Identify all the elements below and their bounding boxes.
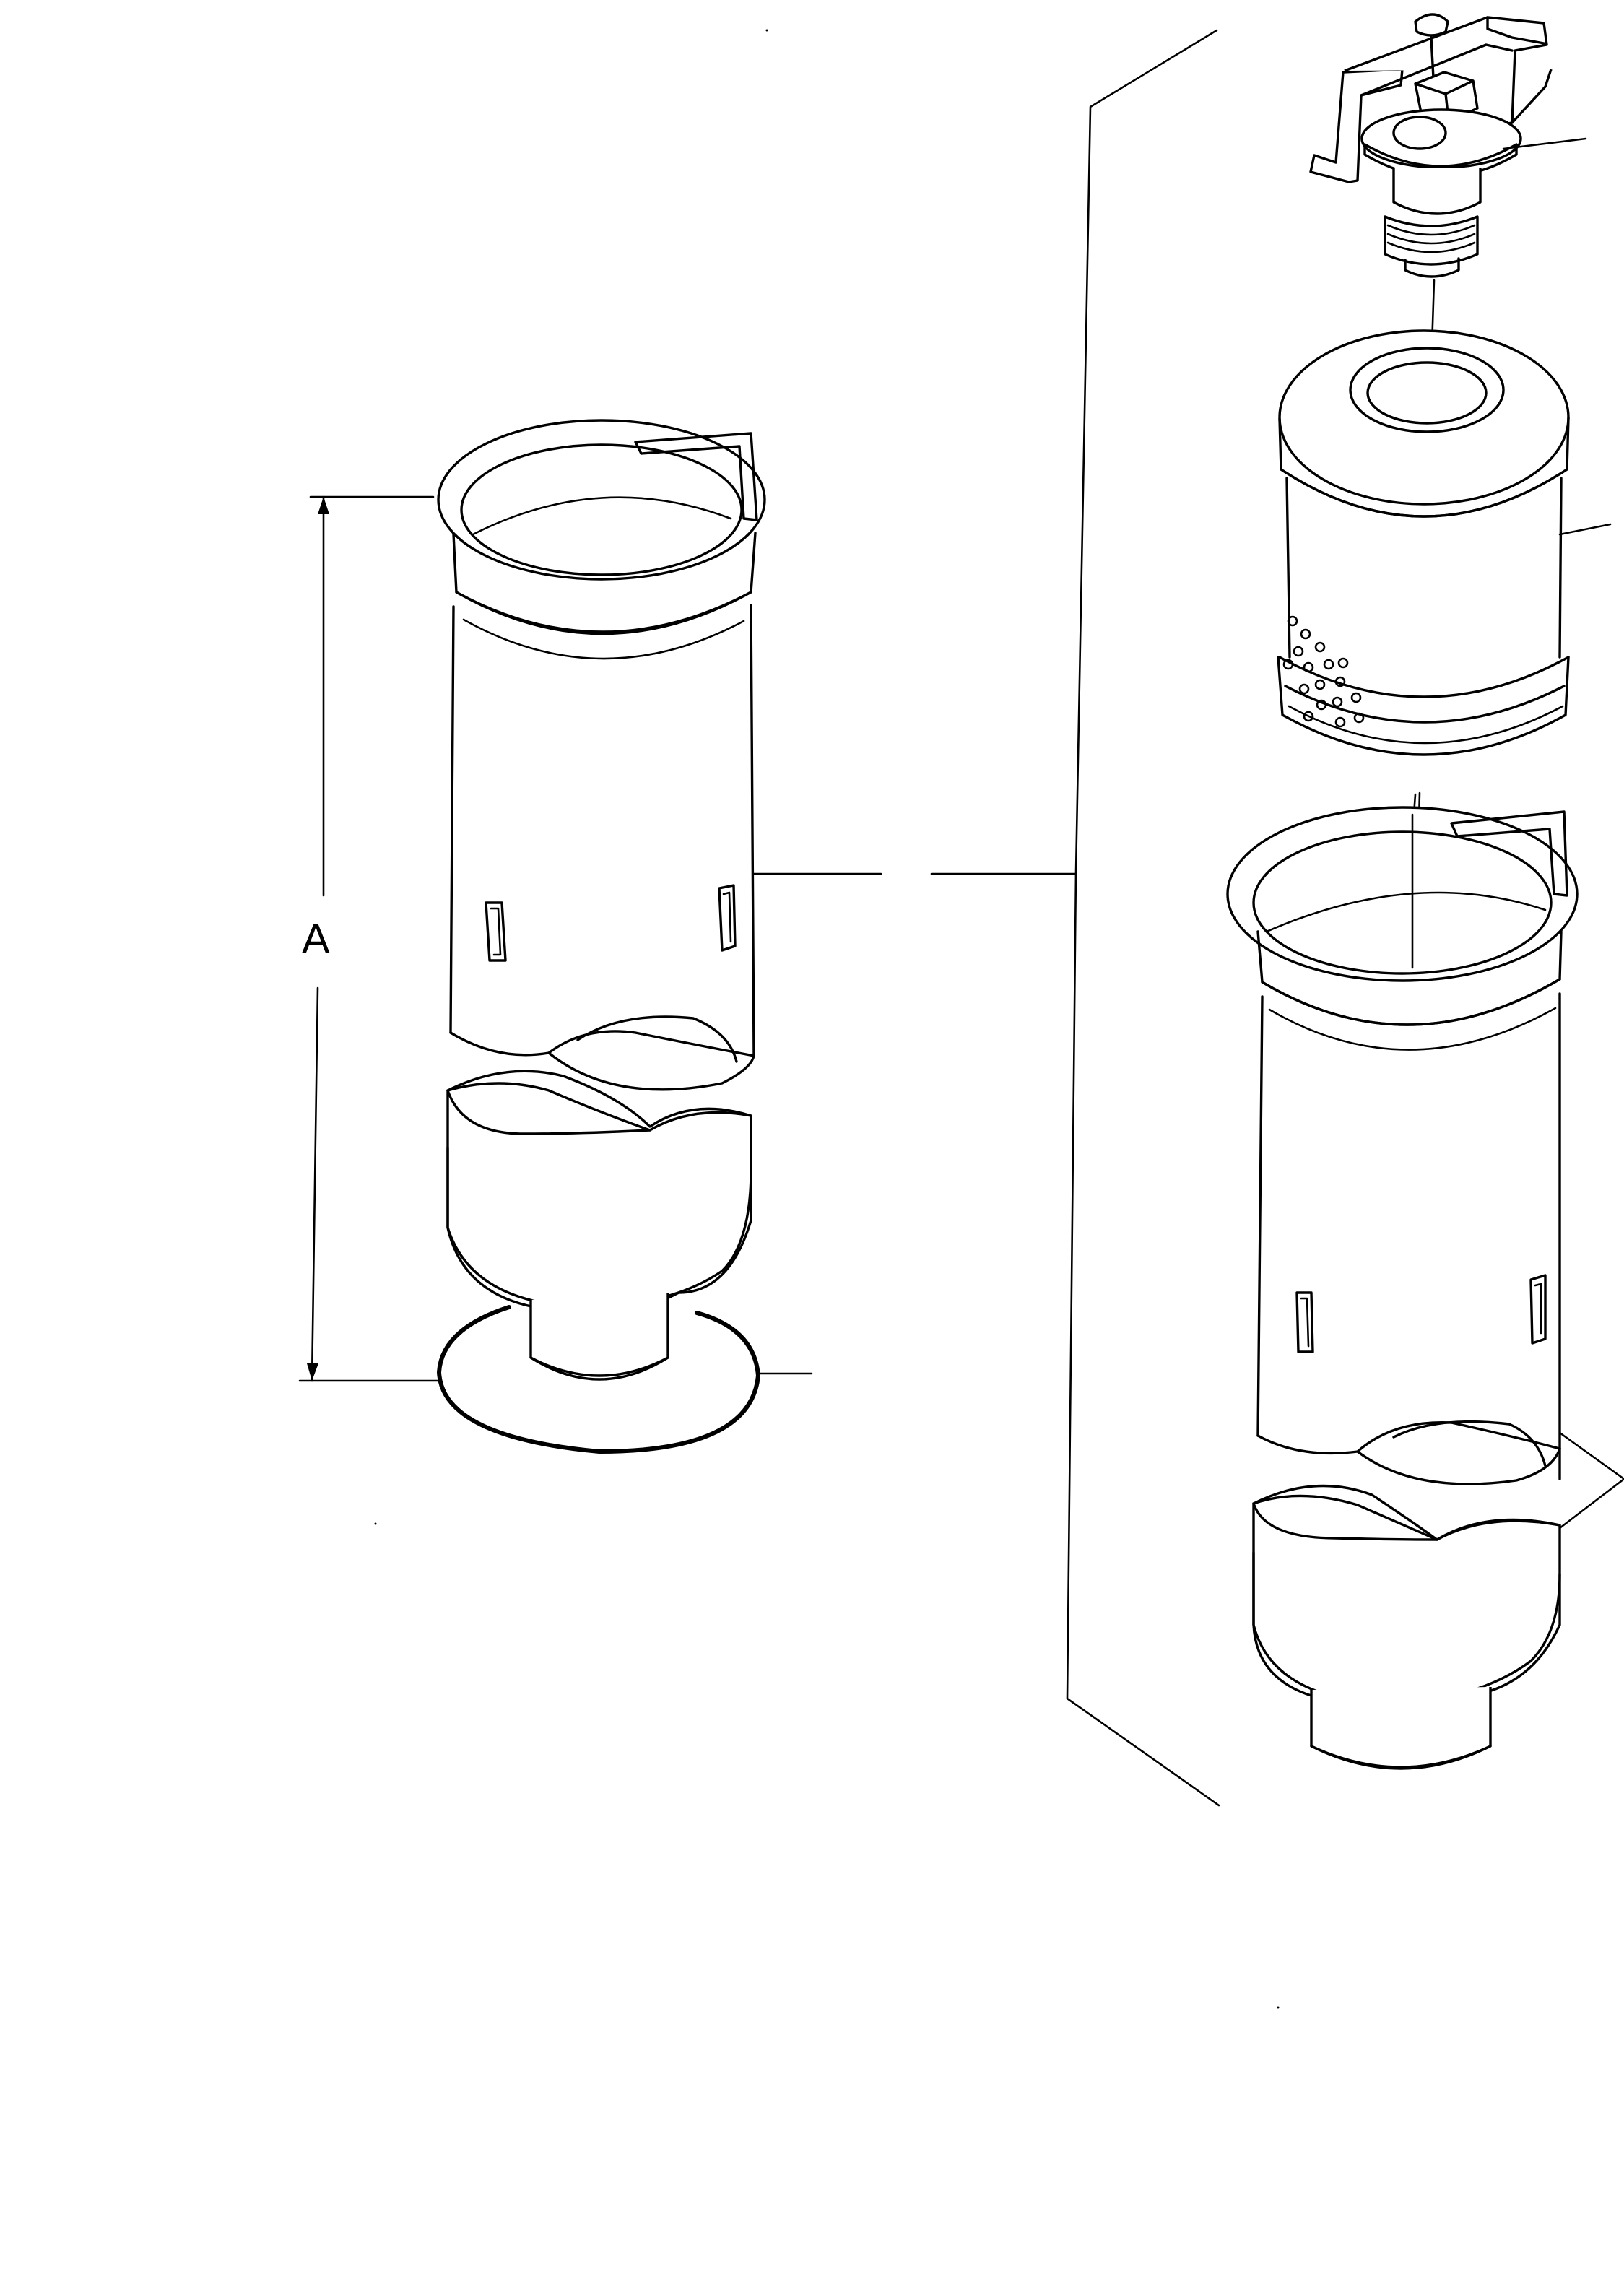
left-o-ring bbox=[436, 1305, 813, 1454]
right-tube bbox=[1226, 791, 1624, 1530]
left-tube bbox=[437, 419, 1077, 1091]
perforations bbox=[1282, 615, 1365, 728]
left-cap bbox=[446, 1070, 752, 1381]
scan-speck bbox=[374, 1522, 377, 1525]
dimension-label: A bbox=[302, 916, 330, 963]
scan-speck bbox=[765, 29, 768, 32]
right-cap bbox=[1252, 1484, 1561, 1770]
group-bracket bbox=[1066, 29, 1220, 1807]
valve-bracket bbox=[1309, 13, 1587, 370]
scan-speck bbox=[1277, 2006, 1280, 2009]
dimension-a: A bbox=[298, 495, 442, 1382]
filter-element bbox=[1277, 329, 1612, 816]
